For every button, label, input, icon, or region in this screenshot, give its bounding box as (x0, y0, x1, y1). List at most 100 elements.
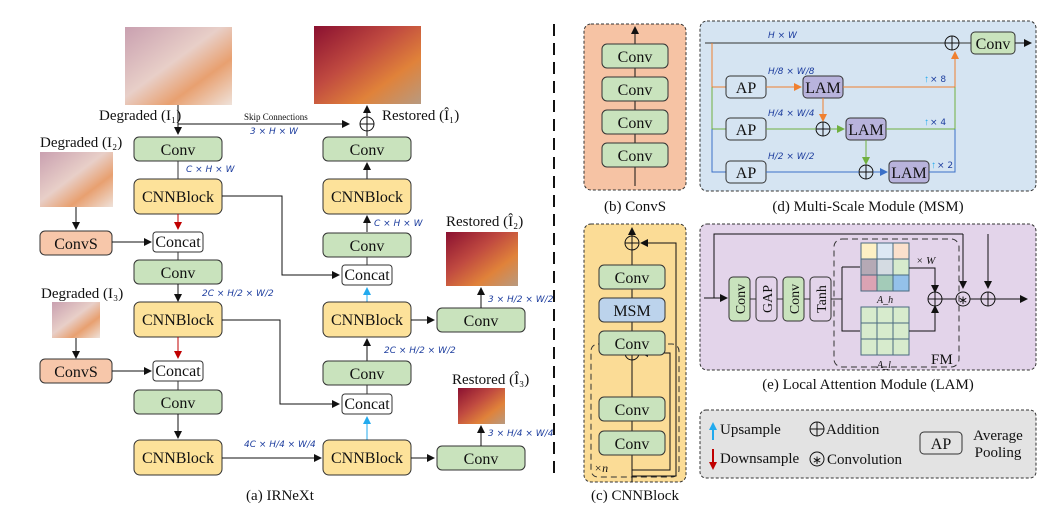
svg-text:Conv: Conv (618, 148, 653, 165)
svg-text:CNNBlock: CNNBlock (142, 189, 214, 206)
svg-text:Tanh: Tanh (815, 285, 830, 313)
matrix-cell (860, 274, 878, 292)
caption-b: (b) ConvS (604, 199, 666, 215)
svg-text:AP: AP (931, 436, 952, 453)
restored-image-2 (446, 232, 518, 286)
restored-label-2: Restored (Î₂) (446, 213, 523, 230)
lam-tanh: Tanh (809, 276, 832, 322)
fm-region (833, 238, 960, 368)
svg-text:Conv: Conv (976, 36, 1011, 53)
enc-dim-2: 2C × H/2 × W/2 (202, 289, 274, 299)
dec-dim-1: C × H × W (374, 219, 424, 229)
matrix-cell (892, 258, 910, 276)
upsample-icon: ↑ (924, 74, 929, 85)
restored-image-3 (458, 388, 505, 424)
svg-text:Conv: Conv (350, 366, 385, 383)
cnnblock-conv-mid (598, 330, 666, 356)
upsample-icon: ↑ (931, 160, 936, 171)
cnnblock-conv-top (598, 264, 666, 290)
repeat-label: ×n (594, 461, 608, 475)
caption-a: (a) IRNeXt (246, 488, 315, 504)
svg-text:Conv: Conv (350, 238, 385, 255)
svg-text:Conv: Conv (615, 270, 650, 287)
svg-text:ConvS: ConvS (54, 364, 98, 381)
matrix-cell (860, 242, 878, 260)
svg-text:Conv: Conv (618, 49, 653, 66)
convs-layer-1 (601, 43, 669, 69)
fm-label: FM (931, 352, 953, 368)
svg-text:∗: ∗ (958, 293, 968, 307)
out-dim-2: 3 × H/2 × W/2 (488, 295, 554, 305)
msm-up8: × 8 (930, 75, 946, 85)
svg-text:ConvS: ConvS (54, 236, 98, 253)
matrix-cell (860, 258, 878, 276)
skip-connections-label: Skip Connections (244, 112, 308, 122)
svg-text:CNNBlock: CNNBlock (331, 189, 403, 206)
msm-panel: H × W Conv AP AP AP H/8 × W/8 H/4 × W/4 … (699, 20, 1037, 215)
matrix-cell (876, 242, 894, 260)
matrix-cell (892, 338, 910, 356)
restored-image-1 (314, 26, 421, 104)
svg-text:AP: AP (736, 122, 757, 139)
svg-text:Conv: Conv (615, 436, 650, 453)
legend-upsample: Upsample (720, 422, 781, 438)
cnnblock-conv-res-2 (598, 430, 666, 456)
degraded-label-2: Degraded (I₂) (40, 135, 122, 151)
dec-cnnblock-1 (322, 178, 412, 215)
svg-text:AP: AP (736, 165, 757, 182)
caption-d: (d) Multi-Scale Module (MSM) (772, 199, 963, 215)
cnnblock-msm (598, 297, 666, 323)
convs-layer-2 (601, 76, 669, 102)
legend-average: Average (973, 428, 1023, 444)
matrix-cell (892, 306, 910, 324)
convs-box-1 (39, 230, 113, 256)
svg-text:Conv: Conv (618, 82, 653, 99)
enc-dim-1: C × H × W (186, 165, 236, 175)
legend-addition: Addition (826, 422, 880, 438)
legend: Upsample Downsample Addition ∗ Convoluti… (699, 409, 1037, 479)
svg-text:CNNBlock: CNNBlock (331, 312, 403, 329)
degraded-image-2 (40, 152, 113, 207)
matrix-cell (892, 274, 910, 292)
msm-scale4: H/4 × W/4 (768, 109, 815, 119)
degraded-image-1 (125, 27, 232, 105)
degraded-image-3 (52, 302, 100, 338)
ah-matrix (860, 242, 910, 292)
out-dim-3: 3 × H/4 × W/4 (488, 429, 554, 439)
legend-ap-box (919, 431, 963, 455)
svg-text:CNNBlock: CNNBlock (331, 450, 403, 467)
matrix-cell (860, 306, 878, 324)
matrix-cell (892, 242, 910, 260)
lam-panel: Conv GAP Conv Tanh FM A_h A_l × W (699, 223, 1037, 393)
al-matrix (860, 306, 910, 356)
svg-text:LAM: LAM (848, 122, 884, 139)
caption-e: (e) Local Attention Module (LAM) (762, 377, 974, 393)
svg-text:CNNBlock: CNNBlock (142, 450, 214, 467)
svg-text:LAM: LAM (805, 80, 841, 97)
matrix-cell (876, 338, 894, 356)
restored-label-3: Restored (Î₃) (452, 371, 529, 388)
svg-text:Conv: Conv (161, 265, 196, 282)
msm-scale2: H/2 × W/2 (768, 152, 815, 162)
matrix-cell (860, 338, 878, 356)
convs-panel: Conv Conv Conv Conv (b) ConvS (583, 23, 687, 215)
legend-downsample: Downsample (720, 451, 799, 467)
svg-text:Conv: Conv (161, 142, 196, 159)
msm-up4: × 4 (930, 118, 946, 128)
svg-text:Conv: Conv (464, 313, 499, 330)
dec-concat-2 (341, 393, 393, 415)
svg-text:Conv: Conv (734, 284, 749, 314)
degraded-label-3: Degraded (I₃) (41, 286, 123, 302)
svg-text:Conv: Conv (161, 395, 196, 412)
degraded-label-1: Degraded (I₁) (99, 108, 181, 124)
cnnblock-panel: Conv MSM Conv Conv Conv ×n (c) CNNBlock (583, 223, 687, 504)
matrix-cell (892, 322, 910, 340)
convs-layer-3 (601, 109, 669, 135)
dec-conv-1 (322, 136, 412, 162)
times-w-label: × W (916, 255, 936, 267)
msm-scale8: H/8 × W/8 (768, 67, 815, 77)
irnext-panel: Degraded (I₁) Degraded (I₂) Degraded (I₃… (39, 26, 554, 504)
svg-text:Conv: Conv (615, 336, 650, 353)
svg-text:AP: AP (736, 80, 757, 97)
svg-text:Concat: Concat (155, 363, 201, 380)
